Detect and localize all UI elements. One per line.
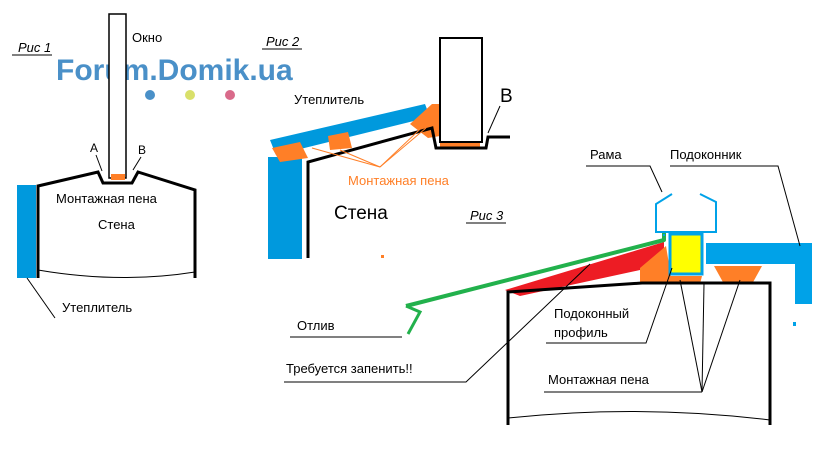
figure-1: Рис 1 Окно Утеплитель А В Монтажная пена… (12, 13, 197, 319)
fig3-label: Рис 3 (470, 208, 504, 223)
fig3-foam-left (640, 246, 672, 282)
watermark-dot-blue (145, 90, 155, 100)
fig1-foam-label: Монтажная пена (56, 191, 158, 206)
fig3-wall-bottom (507, 410, 771, 421)
fig3-needs-foam-label: Требуется запенить!! (286, 361, 413, 376)
fig3-needs-foam-leader (284, 263, 591, 383)
fig2-foam-leader-4 (379, 115, 435, 168)
fig2-wall-label: Стена (334, 203, 388, 224)
watermark-dot-yellow (185, 90, 195, 100)
fig1-window-label: Окно (132, 30, 162, 45)
fig1-point-a: А (90, 141, 98, 155)
fig1-window (108, 13, 127, 179)
fig2-foam-left (272, 142, 308, 162)
fig3-foam-leader-1 (679, 279, 703, 393)
figure-3: Рис 3 Рама Подоконник Отлив Подоконный п… (284, 147, 812, 425)
fig1-wall-outline (36, 170, 197, 278)
fig3-sill-leader (670, 165, 801, 247)
figure-2: Рис 2 Утеплитель В Монтажная пена Стена (262, 34, 513, 259)
fig1-insulation-label: Утеплитель (62, 300, 132, 315)
fig3-sill-label: Подоконник (670, 147, 742, 162)
fig1-wall-bottom (37, 269, 196, 279)
fig3-foam-leader-2 (701, 279, 741, 393)
fig2-insulation-slope (270, 104, 430, 155)
fig3-flashing-label: Отлив (297, 318, 335, 333)
fig2-point-b-leader (487, 105, 501, 134)
fig2-insulation-label: Утеплитель (294, 92, 364, 107)
fig3-frame-label: Рама (590, 147, 622, 162)
fig1-foam (111, 174, 125, 180)
fig2-insulation-vertical (268, 157, 302, 259)
fig2-foam-mid (328, 132, 352, 150)
fig3-foam-sill (714, 266, 762, 284)
fig1-label: Рис 1 (18, 40, 51, 55)
fig2-foam-label: Монтажная пена (348, 173, 450, 188)
fig3-sill-profile-leader (546, 267, 673, 344)
fig3-sill-profile (668, 232, 704, 276)
fig2-wall-outline (306, 126, 510, 258)
fig3-sill-profile-label-2: профиль (554, 325, 608, 340)
fig2-foam-leader-1 (311, 147, 381, 168)
fig3-window-sill (706, 243, 812, 304)
fig3-flashing-drip (405, 304, 423, 335)
fig1-point-b: В (138, 143, 146, 157)
fig2-window (439, 37, 483, 143)
fig1-insulation-leader (26, 277, 56, 319)
fig3-frame (655, 193, 717, 236)
fig1-wall-label: Стена (98, 217, 136, 232)
fig3-wall-outline (506, 281, 772, 425)
fig1-point-a-leader (95, 154, 103, 172)
fig3-frame-leader (586, 165, 663, 193)
fig2-foam-speck (381, 255, 384, 258)
fig3-foam-label: Монтажная пена (548, 372, 650, 387)
fig2-point-b: В (500, 86, 513, 107)
fig2-foam-leader-2 (339, 149, 381, 168)
watermark-dot-pink (225, 90, 235, 100)
fig2-foam-bottom (440, 141, 480, 149)
fig2-foam-leader-3 (379, 127, 427, 168)
fig1-point-b-leader (132, 156, 142, 171)
fig1-insulation (17, 185, 36, 278)
fig3-foam-leader-3 (701, 283, 705, 393)
watermark-text: Forum.Domik.ua (56, 54, 293, 87)
watermark: Forum.Domik.ua (56, 54, 293, 100)
fig3-sill-speck (793, 322, 796, 326)
fig3-sill-profile-label-1: Подоконный (554, 306, 629, 321)
fig2-label: Рис 2 (266, 34, 300, 49)
